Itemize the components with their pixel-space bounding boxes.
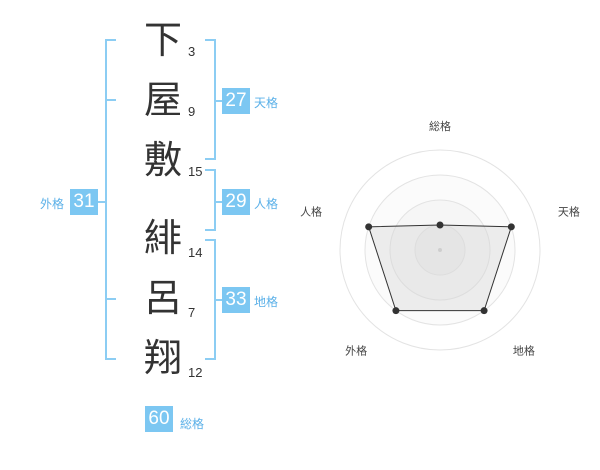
stroke-count-5: 7 bbox=[188, 305, 196, 320]
chikaku-label: 地格 bbox=[254, 295, 279, 309]
radar-point-4 bbox=[392, 307, 400, 315]
radar-axis-label-4: 外格 bbox=[345, 343, 367, 357]
jinkaku-bracket bbox=[205, 169, 216, 231]
radar-axis-label-1: 総格 bbox=[429, 119, 451, 133]
name-char-5: 呂 bbox=[143, 276, 182, 320]
chikaku-badge: 33 bbox=[222, 287, 250, 313]
radar-point-5 bbox=[365, 223, 373, 231]
radar-axis-label-5: 人格 bbox=[300, 205, 322, 219]
soukaku-badge: 60 bbox=[145, 406, 173, 432]
tenkaku-label: 天格 bbox=[254, 96, 279, 110]
stroke-count-1: 3 bbox=[188, 44, 196, 59]
jinkaku-badge: 29 bbox=[222, 189, 250, 215]
stroke-count-3: 15 bbox=[188, 164, 203, 179]
name-char-2: 屋 bbox=[143, 78, 182, 122]
radar-point-1 bbox=[436, 221, 444, 229]
radar-axis-label-2: 天格 bbox=[558, 205, 580, 219]
name-char-6: 翔 bbox=[143, 336, 182, 380]
radar-point-3 bbox=[480, 307, 488, 315]
gaikaku-label: 外格 bbox=[40, 197, 65, 211]
stroke-count-4: 14 bbox=[188, 245, 203, 260]
stroke-count-2: 9 bbox=[188, 104, 196, 119]
tenkaku-badge: 27 bbox=[222, 88, 250, 114]
name-char-4: 緋 bbox=[143, 216, 182, 260]
jinkaku-label: 人格 bbox=[254, 197, 279, 211]
radar-axis-label-3: 地格 bbox=[513, 343, 535, 357]
radar-polygon bbox=[367, 224, 513, 312]
name-char-1: 下 bbox=[143, 18, 182, 62]
name-char-3: 敷 bbox=[143, 138, 182, 182]
tenkaku-bracket bbox=[205, 39, 216, 160]
soukaku-label: 総格 bbox=[180, 417, 205, 431]
stroke-count-6: 12 bbox=[188, 365, 203, 380]
radar-center bbox=[438, 248, 442, 252]
gaikaku-bracket bbox=[105, 39, 116, 360]
gaikaku-badge: 31 bbox=[70, 189, 98, 215]
radar-point-2 bbox=[507, 223, 515, 231]
